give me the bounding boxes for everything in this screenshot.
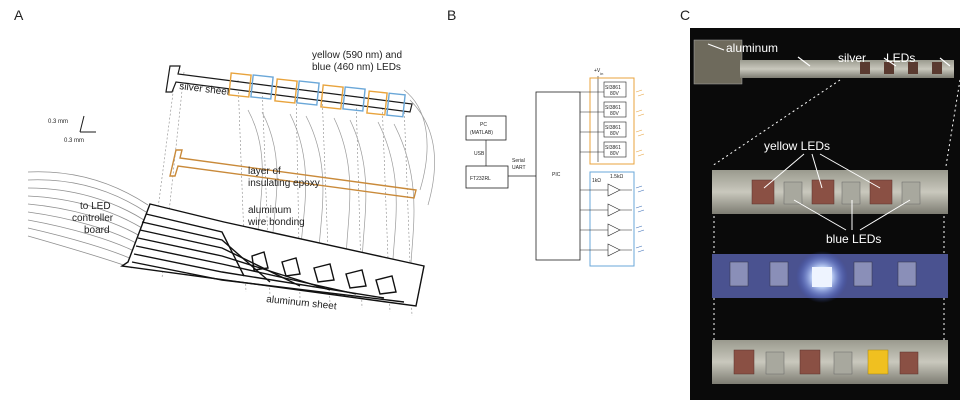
epoxy-label-line1: layer of <box>248 166 281 177</box>
photo-aluminum-label: aluminum <box>726 41 778 55</box>
si3861-label: SI3861 <box>605 145 621 151</box>
si3861-voltage: 80V <box>610 111 620 117</box>
led-array <box>228 72 406 118</box>
panel-label-b: B <box>447 7 456 23</box>
blue-led-chip <box>342 86 366 112</box>
panel-label-a: A <box>14 7 24 23</box>
pc-label: PC <box>480 122 487 128</box>
yellow-driver-group <box>589 77 635 165</box>
photo-blue-leds-label: blue LEDs <box>826 232 881 246</box>
si3861-label: SI3861 <box>605 125 621 131</box>
si3861-voltage: 80V <box>610 131 620 137</box>
bonding-label-line2: wire bonding <box>247 217 305 228</box>
scale-vertical-label: 0.3 mm <box>48 119 68 125</box>
photo-yellow-leds-label: yellow LEDs <box>764 139 830 153</box>
vin-label: +Vin <box>594 68 603 76</box>
blue-led-chip <box>250 74 274 100</box>
bonding-label-line1: aluminum <box>248 205 291 216</box>
si3861-switches: SI3861 80V SI3861 80V SI3861 80V SI3861 … <box>603 81 627 158</box>
panel-a: A silver sh <box>14 7 435 317</box>
si3861-label: SI3861 <box>605 105 621 111</box>
yellow-led-chip <box>320 84 344 110</box>
controller-cables <box>27 171 149 269</box>
blue-led-chip <box>296 80 320 106</box>
yellow-led-chip <box>274 78 298 104</box>
si3861-label: SI3861 <box>605 85 621 91</box>
epoxy-layer: layer of insulating epoxy <box>169 149 417 199</box>
photo-leds-label: LEDs <box>886 51 915 65</box>
ft232rl-block <box>465 165 509 189</box>
aluminum-sheet-label: aluminum sheet <box>266 294 338 312</box>
aluminum-sheet <box>120 203 425 307</box>
zoom-strip-labeled: yellow LEDs blue LEDs <box>712 139 948 246</box>
pic-label: PIC <box>552 172 561 178</box>
panel-b: B PC (MATLAB) USB FT232RL Serial UART PI… <box>447 7 645 267</box>
resistor-1k-label: 1kΩ <box>592 178 601 184</box>
controller-label-line2: controller <box>72 213 114 224</box>
uart-label: UART <box>512 165 526 171</box>
top-photo: aluminum silver LEDs <box>693 39 954 85</box>
yellow-led-symbols <box>635 89 645 157</box>
scale-horizontal-label: 0.3 mm <box>64 138 84 144</box>
si3861-voltage: 80V <box>610 91 620 97</box>
pc-block <box>465 115 507 141</box>
scale-bar: 0.3 mm 0.3 mm <box>48 115 96 144</box>
yellow-led-chip <box>366 90 388 116</box>
si3861-voltage: 80V <box>610 151 620 157</box>
pic-block <box>535 91 581 261</box>
zoom-lines <box>711 79 961 342</box>
leds-label-line2: blue (460 nm) LEDs <box>312 62 401 73</box>
yellow-led-chip <box>228 72 252 98</box>
zoom-strip-blue-lit <box>712 251 948 303</box>
panel-c: C aluminum silver LEDs <box>680 7 961 400</box>
controller-label-line3: board <box>84 225 110 236</box>
serial-label: Serial <box>512 158 525 164</box>
opamp-stages <box>607 183 621 257</box>
blue-driver-group <box>589 171 635 267</box>
epoxy-label-line2: insulating epoxy <box>248 178 320 189</box>
blue-led-symbols <box>635 185 645 253</box>
pic-yellow-links <box>580 91 604 153</box>
pic-blue-links <box>580 189 632 251</box>
zoom-strip-yellow-lit <box>712 340 948 384</box>
panel-label-c: C <box>680 7 690 23</box>
blue-led-chip <box>386 92 406 118</box>
pc-matlab-label: (MATLAB) <box>470 130 493 136</box>
leds-label-line1: yellow (590 nm) and <box>312 50 402 61</box>
controller-label-line1: to LED <box>80 201 111 212</box>
photo-silver-label: silver <box>838 51 866 65</box>
resistor-1-5k-label: 1.5kΩ <box>610 174 623 180</box>
ft232rl-label: FT232RL <box>470 176 491 182</box>
usb-label: USB <box>474 151 485 157</box>
